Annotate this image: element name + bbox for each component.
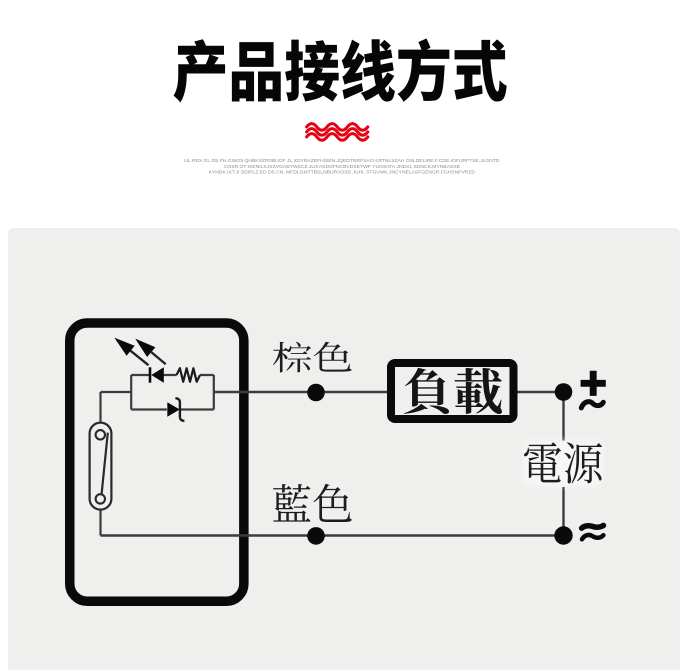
led-emission-arrow [114,337,150,367]
load-label [404,367,503,415]
resistor-icon [175,367,201,383]
terminal-dot-negative [554,526,573,545]
junction-dot-brown [307,383,325,402]
led-emission-arrow [135,338,167,366]
blue-wire-label [272,483,352,522]
brown-wire-label [273,341,352,373]
fine-print-line: UL.REX.GL.DS.FH.GSKDI QHBKXZPDBUOF JL.XD… [184,157,500,164]
terminal-dot-positive [554,383,573,401]
power-supply-label [523,442,602,484]
fine-print: UL.REX.GL.DS.FH.GSKDI QHBKXZPDBUOF JL.XD… [2,158,682,176]
sensor-outline [65,318,249,606]
led-diode-icon [148,367,164,383]
negative-terminal-ac-symbol [578,522,607,542]
reed-switch-icon [88,392,113,536]
page-title [173,38,507,103]
red-waves-icon [305,122,370,142]
junction-dot-blue [307,527,325,545]
positive-terminal-ac-symbol [578,399,606,411]
fine-print-line: COSR.OT ISENILKJXSVGABYWSCZ.JLIKASDGFNCB… [223,163,460,170]
zener-diode-icon [167,397,185,423]
positive-terminal-symbol [580,370,606,396]
load-box [387,359,518,423]
fine-print-line: KYNDK.IXT.JI SDIPLZ.ED DS.CN..MFDLGMTTBS… [208,169,476,176]
